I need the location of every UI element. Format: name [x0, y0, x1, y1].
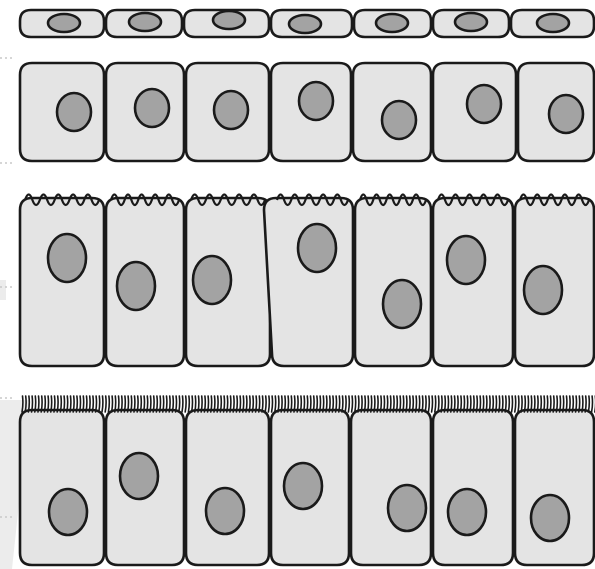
cell-nucleus — [448, 489, 486, 535]
cell-nucleus — [213, 11, 245, 29]
cell-nucleus — [382, 101, 416, 139]
epithelial-cell — [433, 63, 516, 161]
cell-nucleus — [57, 93, 91, 131]
epithelial-cell — [351, 410, 431, 565]
epithelial-cell — [353, 63, 431, 161]
epithelial-cell — [354, 10, 431, 37]
cell-nucleus — [549, 95, 583, 133]
epithelial-cell — [355, 195, 431, 367]
epithelial-cell — [106, 10, 182, 37]
cuboidal-epithelium-row — [20, 63, 594, 161]
cell-nucleus — [214, 91, 248, 129]
cell-nucleus — [284, 463, 322, 509]
epithelial-cell — [515, 410, 594, 565]
epithelial-cell — [264, 195, 353, 367]
cell-nucleus — [376, 14, 408, 32]
ciliated-columnar-epithelium-row — [20, 396, 595, 565]
epithelial-cell — [433, 10, 509, 37]
epithelial-cell — [433, 410, 513, 565]
epithelial-cell — [518, 63, 594, 161]
cell-nucleus — [467, 85, 501, 123]
cell-nucleus — [447, 236, 485, 284]
cell-nucleus — [135, 89, 169, 127]
cell-nucleus — [455, 13, 487, 31]
epithelial-cell — [186, 410, 269, 565]
epithelial-cell — [184, 10, 269, 37]
cell-nucleus — [298, 224, 336, 272]
cell-nucleus — [388, 485, 426, 531]
cell-nucleus — [48, 234, 86, 282]
epithelial-cell — [186, 195, 270, 367]
cell-nucleus — [48, 14, 80, 32]
epithelial-cell — [106, 410, 184, 565]
epithelial-cell — [271, 410, 349, 565]
squamous-epithelium-row — [20, 10, 594, 37]
cell-nucleus — [49, 489, 87, 535]
cell-nucleus — [531, 495, 569, 541]
cell-nucleus — [537, 14, 569, 32]
cell-nucleus — [524, 266, 562, 314]
epithelial-cell — [186, 63, 269, 161]
cell-nucleus — [383, 280, 421, 328]
epithelial-cell — [20, 410, 104, 565]
cell-nucleus — [206, 488, 244, 534]
columnar-microvilli-epithelium-row — [20, 195, 594, 367]
epithelial-cell — [515, 195, 594, 367]
epithelial-cell — [511, 10, 594, 37]
cell-nucleus — [193, 256, 231, 304]
cell-nucleus — [120, 453, 158, 499]
epithelial-cell — [20, 63, 104, 161]
epithelial-cell — [20, 195, 104, 367]
cell-nucleus — [289, 15, 321, 33]
cell-nucleus — [129, 13, 161, 31]
cell-nucleus — [299, 82, 333, 120]
epithelial-cell — [433, 195, 513, 367]
epithelial-cell — [271, 10, 352, 37]
epithelial-cell — [106, 63, 184, 161]
epithelial-cell — [106, 195, 184, 367]
epithelial-cell — [271, 63, 351, 161]
cell-nucleus — [117, 262, 155, 310]
epithelial-cell — [20, 10, 104, 37]
